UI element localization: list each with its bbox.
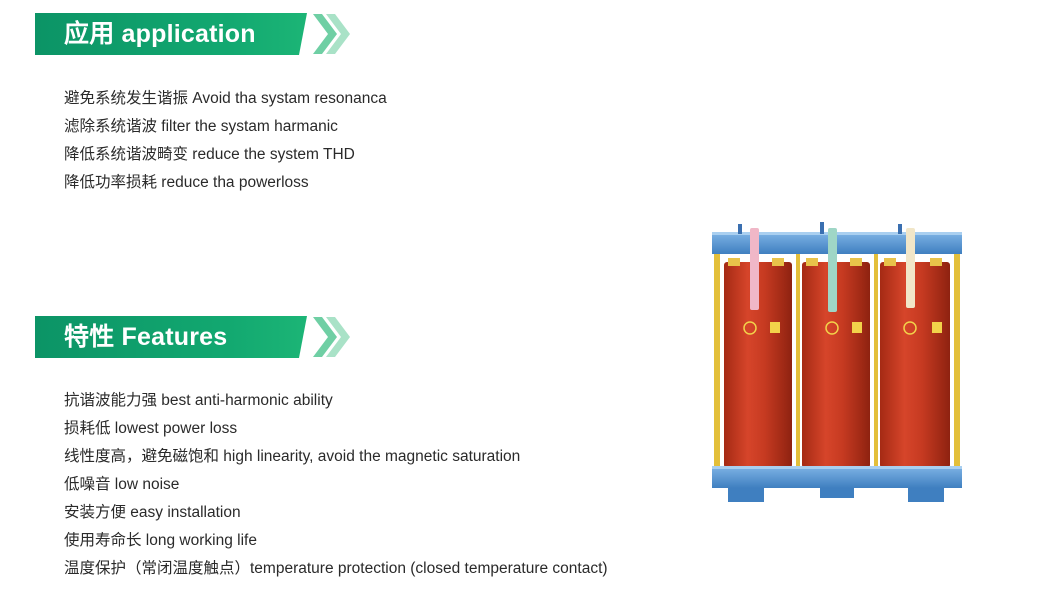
- list-item: 降低功率损耗 reduce tha powerloss: [64, 174, 309, 191]
- list-item: 抗谐波能力强 best anti-harmonic ability: [64, 392, 333, 409]
- list-item: 滤除系统谐波 filter the systam harmanic: [64, 118, 338, 135]
- double-chevron-right-icon: [313, 317, 350, 357]
- list-item: 损耗低 lowest power loss: [64, 420, 238, 437]
- features-header-bar: [35, 316, 307, 358]
- features-title: 特性 Features: [64, 323, 228, 351]
- list-item: 低噪音 low noise: [64, 476, 180, 493]
- list-item: 线性度高，避免磁饱和 high linearity, avoid the mag…: [64, 448, 521, 465]
- features-header: 特性 Features: [35, 316, 350, 358]
- double-chevron-right-icon: [313, 14, 350, 54]
- list-item: 避免系统发生谐振 Avoid tha systam resonanca: [64, 90, 387, 107]
- features-list: 抗谐波能力强 best anti-harmonic ability 损耗低 lo…: [64, 387, 608, 583]
- application-header: 应用 application: [35, 13, 350, 55]
- application-title: 应用 application: [64, 20, 256, 48]
- list-item: 使用寿命长 long working life: [64, 532, 257, 549]
- reactor-product-image: [712, 222, 962, 502]
- list-item: 降低系统谐波畸变 reduce the system THD: [64, 146, 355, 163]
- list-item: 温度保护（常闭温度触点）temperature protection (clos…: [64, 560, 608, 577]
- application-header-bar: [35, 13, 307, 55]
- application-list: 避免系统发生谐振 Avoid tha systam resonanca 滤除系统…: [64, 85, 387, 197]
- list-item: 安装方便 easy installation: [64, 504, 241, 521]
